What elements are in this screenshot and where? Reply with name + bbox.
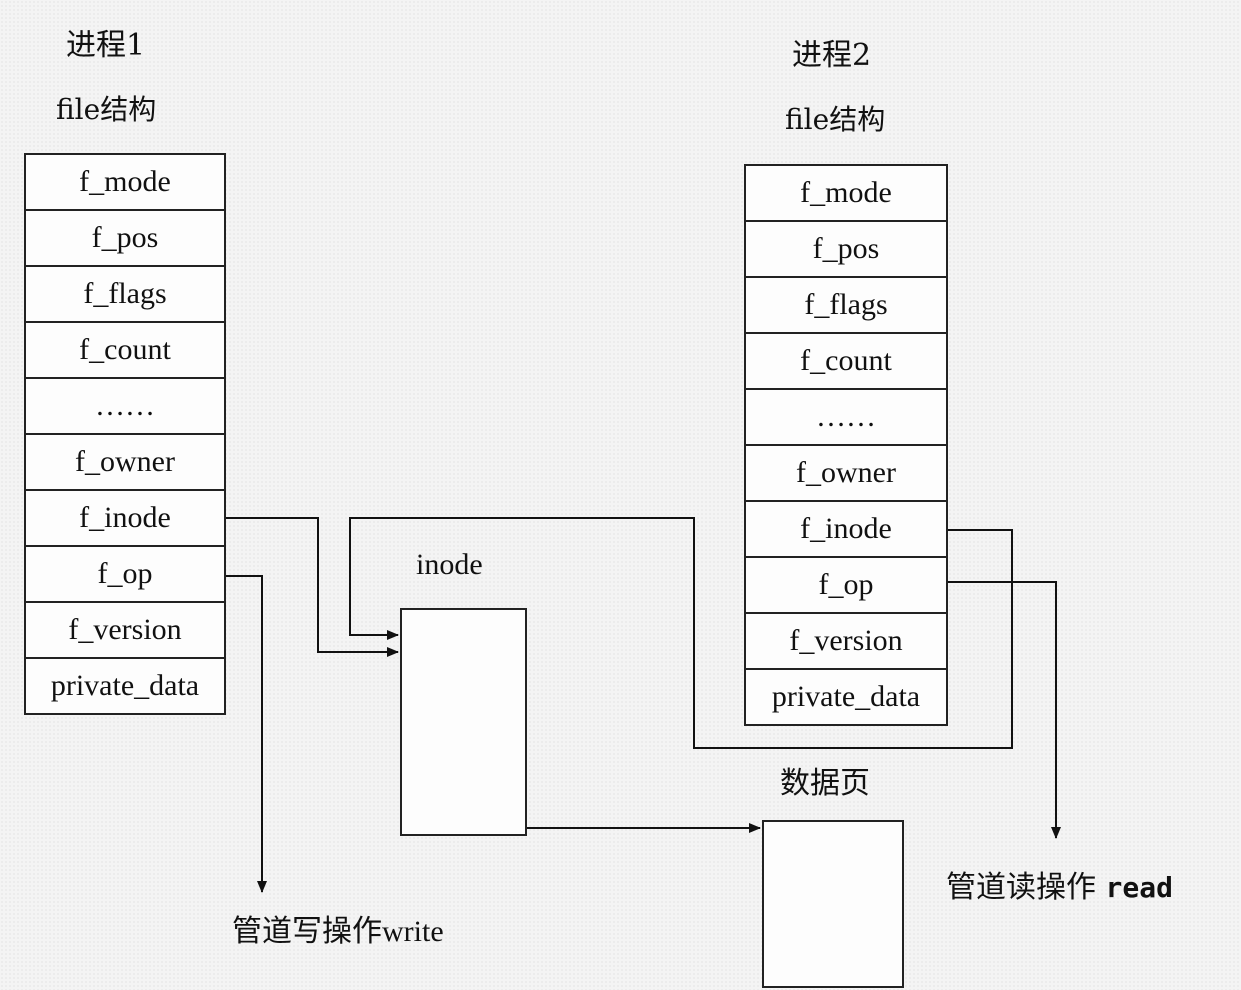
process1-field-f-op: f_op: [26, 547, 224, 603]
process2-field-private-data: private_data: [771, 680, 921, 713]
read-op-label: 管道读操作 read: [946, 862, 1173, 906]
process1-field-f-owner: f_owner: [26, 435, 224, 491]
process2-field-f-owner: f_owner: [746, 446, 946, 502]
process2-field-f-pos: f_pos: [746, 222, 946, 278]
process2-field-f-flags: f_flags: [746, 278, 946, 334]
process1-field-f-count: f_count: [26, 323, 224, 379]
write-op-prefix: 管道写操作: [232, 914, 382, 949]
process1-title: 进程1: [66, 28, 146, 63]
process1-struct-label: file结构: [56, 93, 157, 126]
process1-field-private-data: private_data: [50, 669, 200, 702]
process2-field-ellipsis: ……: [746, 390, 946, 446]
read-op-prefix: 管道读操作: [946, 870, 1096, 905]
process2-field-f-mode: f_mode: [746, 166, 946, 222]
read-op-keyword: read: [1105, 871, 1173, 904]
p1-inode-connector: [224, 517, 399, 657]
process2-struct-label: file结构: [785, 103, 886, 136]
p2-inode-connector: [349, 517, 1013, 749]
process1-field-f-inode: f_inode: [26, 491, 224, 547]
write-op-label: 管道写操作write: [232, 906, 444, 950]
process1-field-ellipsis: ……: [26, 379, 224, 435]
process1-field-f-pos: f_pos: [26, 211, 224, 267]
inode-box: [400, 608, 527, 836]
process1-field-f-mode: f_mode: [26, 155, 224, 211]
process2-field-f-op: f_op: [746, 558, 946, 614]
process2-field-f-inode: f_inode: [746, 502, 946, 558]
process1-field-f-version: f_version: [26, 603, 224, 659]
process2-field-f-version: f_version: [746, 614, 946, 670]
data-page-label: 数据页: [780, 766, 870, 801]
data-page-box: [762, 820, 904, 988]
process2-field-f-count: f_count: [746, 334, 946, 390]
inode-label: inode: [416, 548, 483, 581]
p1-op-connector: [224, 575, 267, 893]
process2-title: 进程2: [792, 38, 872, 73]
process1-field-f-flags: f_flags: [26, 267, 224, 323]
p2-op-connector: [946, 581, 1061, 839]
write-op-keyword: write: [382, 915, 444, 948]
